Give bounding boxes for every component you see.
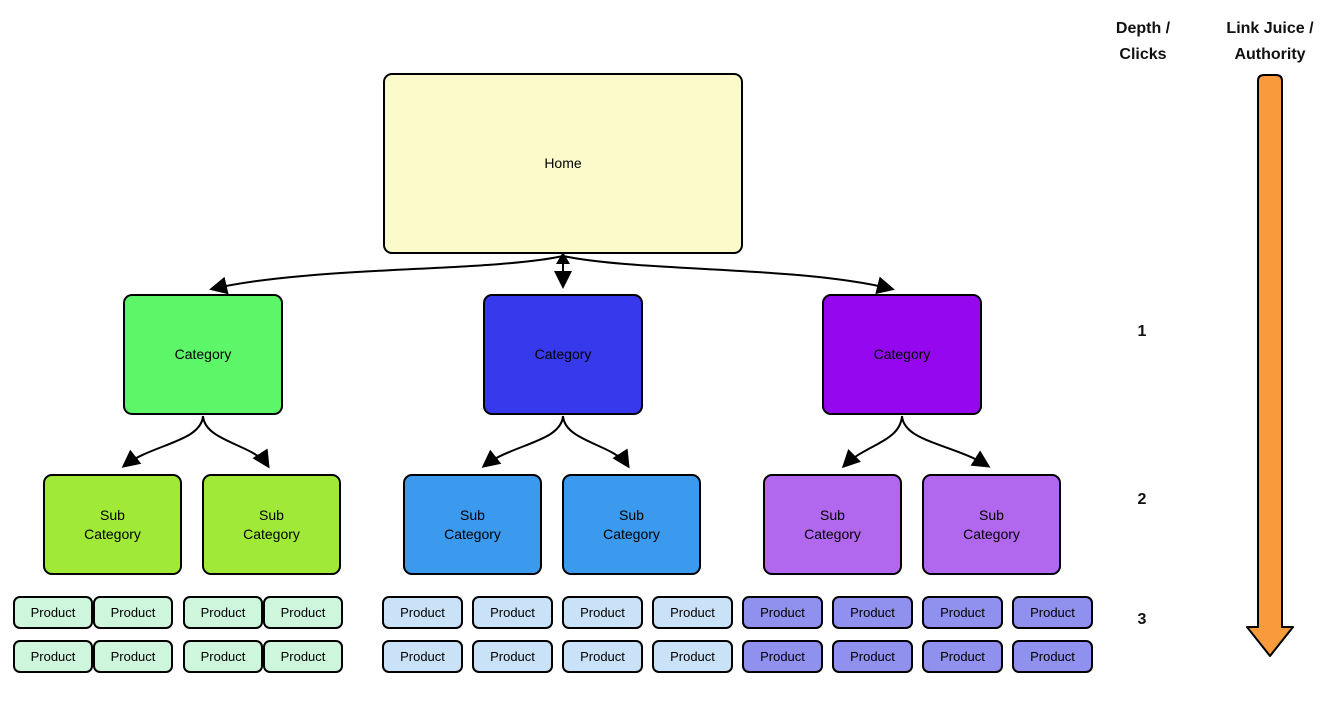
sub-category-node: Sub Category [922, 474, 1061, 575]
sub-category-node: Sub Category [403, 474, 542, 575]
category-node-left: Category [123, 294, 283, 415]
product-node: Product [13, 596, 93, 629]
depth-level-2: 2 [1137, 491, 1147, 508]
product-node: Product [562, 596, 643, 629]
product-node: Product [183, 640, 263, 673]
product-node: Product [742, 640, 823, 673]
category-node-middle: Category [483, 294, 643, 415]
depth-level-1: 1 [1137, 323, 1147, 340]
product-node: Product [183, 596, 263, 629]
product-node: Product [1012, 640, 1093, 673]
product-node: Product [13, 640, 93, 673]
product-node: Product [93, 640, 173, 673]
home-to-right-category-connector [562, 255, 895, 295]
right-category-fork-right-connector [901, 415, 991, 468]
left-category-fork-right-connector [202, 415, 270, 469]
product-node: Product [263, 596, 343, 629]
product-node: Product [562, 640, 643, 673]
product-node: Product [742, 596, 823, 629]
product-node: Product [922, 640, 1003, 673]
right-category-fork-left-connector [841, 415, 903, 469]
product-node: Product [263, 640, 343, 673]
product-node: Product [472, 640, 553, 673]
sub-category-node: Sub Category [562, 474, 701, 575]
product-node: Product [832, 596, 913, 629]
product-node: Product [93, 596, 173, 629]
product-node: Product [472, 596, 553, 629]
product-node: Product [652, 640, 733, 673]
home-node: Home [383, 73, 743, 254]
product-node: Product [1012, 596, 1093, 629]
middle-category-fork-left-connector [481, 415, 564, 468]
depth-level-3: 3 [1137, 611, 1147, 628]
link-juice-arrow [1246, 74, 1294, 657]
product-node: Product [922, 596, 1003, 629]
sub-category-node: Sub Category [763, 474, 902, 575]
home-to-left-category-connector [209, 255, 564, 295]
product-node: Product [382, 596, 463, 629]
sub-category-node: Sub Category [43, 474, 182, 575]
product-node: Product [382, 640, 463, 673]
category-node-right: Category [822, 294, 982, 415]
left-category-fork-left-connector [121, 415, 204, 468]
depth-clicks-header: Depth / Clicks [1115, 20, 1171, 63]
middle-category-fork-right-connector [562, 415, 630, 469]
link-juice-authority-header: Link Juice / Authority [1226, 20, 1314, 63]
product-node: Product [652, 596, 733, 629]
product-node: Product [832, 640, 913, 673]
sub-category-node: Sub Category [202, 474, 341, 575]
